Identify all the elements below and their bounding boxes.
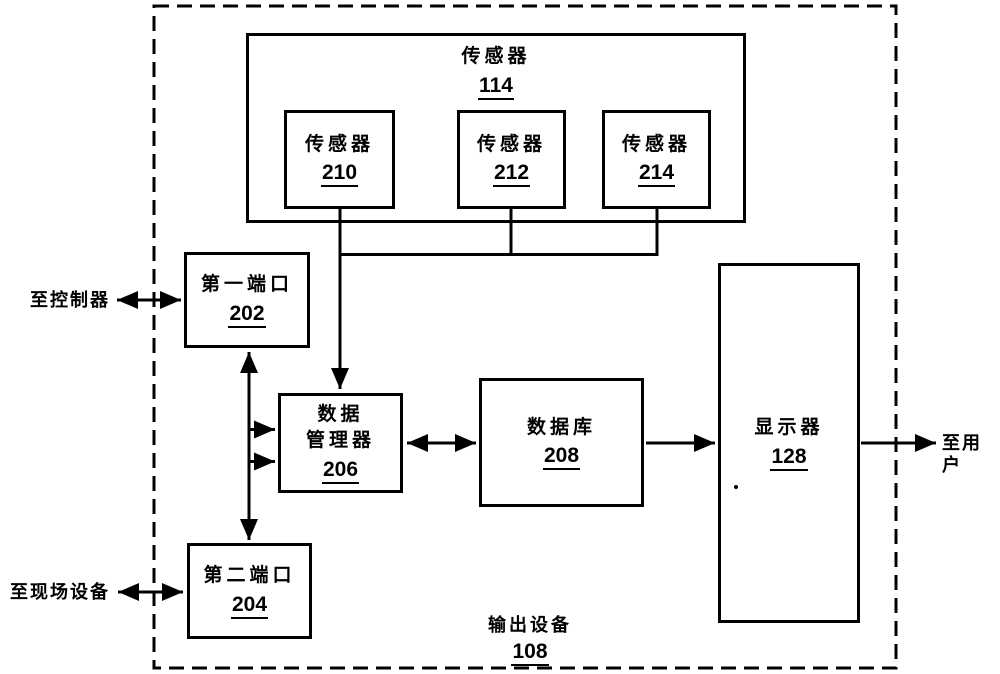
- outer-device-label: 输出设备: [488, 615, 572, 635]
- display-label: 显示器: [754, 417, 824, 439]
- first-port-ref: 202: [228, 302, 266, 328]
- first-port-box-202: 第一端口 202: [184, 252, 310, 348]
- sensor-212-ref: 212: [492, 161, 531, 188]
- first-port-label: 第一端口: [200, 274, 293, 296]
- second-port-box-204: 第二端口 204: [187, 543, 312, 639]
- outer-device-caption: 输出设备 108: [450, 613, 610, 667]
- sensor-box-210: 传感器 210: [284, 110, 395, 209]
- second-port-label: 第二端口: [203, 565, 296, 587]
- sensor-box-212: 传感器 212: [457, 110, 566, 209]
- scan-artifact-dot: [734, 485, 738, 489]
- second-port-ref: 204: [230, 593, 269, 619]
- sensors-container-label: 传感器: [461, 46, 531, 67]
- outer-device-ref: 108: [511, 640, 549, 667]
- sensor-214-label: 传感器: [621, 133, 691, 155]
- to-user-label: 至用户: [942, 433, 982, 475]
- display-box-128: 显示器 128: [718, 263, 860, 623]
- data-manager-label: 数据 管理器: [305, 403, 375, 452]
- display-ref: 128: [770, 445, 808, 471]
- to-controller-label: 至控制器: [30, 290, 110, 310]
- to-field-device-label: 至现场设备: [10, 582, 110, 602]
- sensor-212-label: 传感器: [476, 133, 546, 155]
- data-manager-ref: 206: [321, 458, 360, 485]
- sensor-210-label: 传感器: [304, 133, 374, 155]
- database-label: 数据库: [526, 416, 596, 438]
- database-ref: 208: [542, 444, 581, 471]
- data-manager-box-206: 数据 管理器 206: [278, 393, 403, 493]
- sensor-214-ref: 214: [637, 161, 676, 188]
- sensors-container-ref: 114: [478, 74, 514, 100]
- sensor-210-ref: 210: [320, 161, 359, 188]
- database-box-208: 数据库 208: [479, 378, 644, 507]
- sensor-box-214: 传感器 214: [602, 110, 711, 209]
